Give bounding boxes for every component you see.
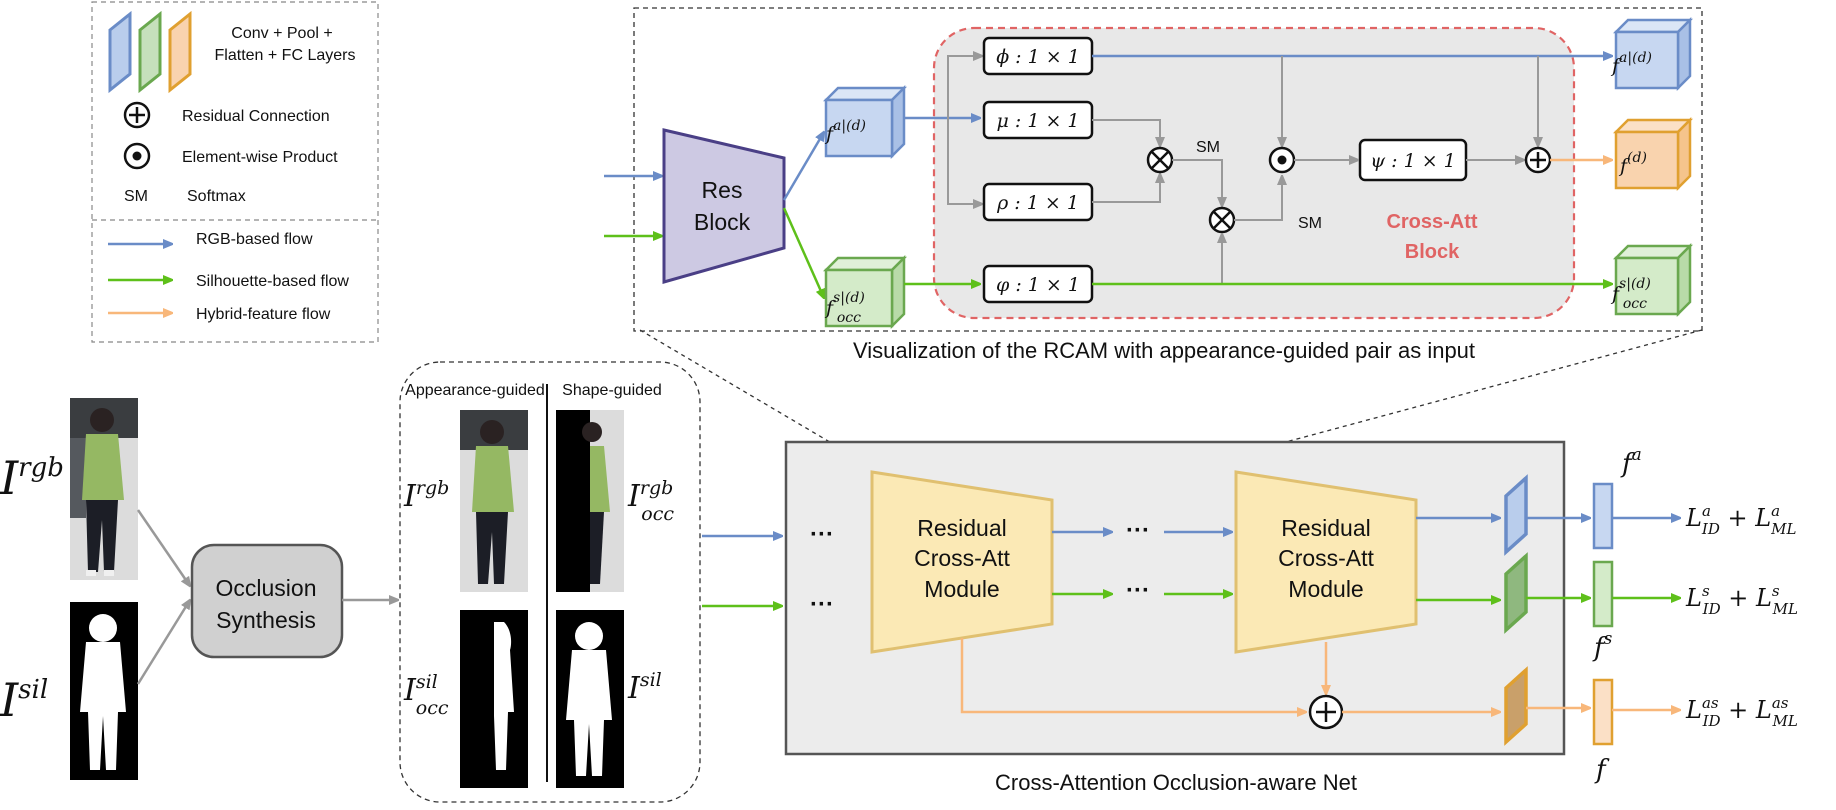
image-pairs: Appearance-guided Shape-guided Irgb Irgb… xyxy=(399,361,701,803)
input-images: Irgb Isil Occlusion Synthesis xyxy=(0,398,398,780)
matmul-op-2 xyxy=(1208,206,1236,234)
feature-vector-hybrid xyxy=(1592,678,1614,746)
input-appearance-feature-cube xyxy=(822,84,908,160)
head-layer-sil xyxy=(1504,552,1528,634)
occlusion-synthesis-box xyxy=(190,543,344,659)
cross-att-label-2: Block xyxy=(1405,241,1460,263)
ellipsis-2: ··· xyxy=(810,591,834,618)
psi-label: ψ : 1 × 1 xyxy=(1370,150,1456,172)
input-rgb-label: Irgb xyxy=(0,451,64,505)
legend-sil-flow-text: Silhouette-based flow xyxy=(196,273,349,290)
occlusion-label-1: Occlusion xyxy=(216,575,317,601)
sm-label-2: SM xyxy=(1298,215,1322,232)
rcam-module-1 xyxy=(870,470,1054,654)
elementwise-icon xyxy=(123,142,151,170)
module2-label-2: Cross-Att xyxy=(1278,545,1374,571)
layers-icon xyxy=(108,10,192,94)
rho-label: ρ : 1 × 1 xyxy=(996,192,1079,214)
legend-layers-text: Conv + Pool + xyxy=(231,25,332,42)
residual-icon xyxy=(123,101,151,129)
legend-residual-text: Residual Connection xyxy=(182,108,330,125)
person-photo-rgb xyxy=(70,398,138,580)
rcam-visualization: Cross-Att Block Res Block fa|(d) fs|(d)o… xyxy=(604,7,1703,363)
feature-vector-sil xyxy=(1592,560,1614,628)
module2-label-1: Residual xyxy=(1281,515,1371,541)
output-hybrid-feature-cube xyxy=(1612,116,1694,192)
f-a-label: fa xyxy=(1620,445,1642,479)
ellipsis-3: ··· xyxy=(1126,517,1150,544)
net-caption: Cross-Attention Occlusion-aware Net xyxy=(995,770,1357,795)
legend-rgb-flow-text: RGB-based flow xyxy=(196,231,313,248)
legend: Conv + Pool + Flatten + FC Layers Residu… xyxy=(91,1,379,343)
module2-label-3: Module xyxy=(1288,576,1363,602)
pair-sil-occ-image xyxy=(460,610,528,788)
output-silhouette-feature-cube xyxy=(1612,242,1694,318)
ellipsis-1: ··· xyxy=(810,521,834,548)
pair-rgb-photo xyxy=(460,410,528,592)
head-layer-app xyxy=(1504,474,1528,556)
pair-rgb-occ-photo xyxy=(556,410,624,592)
f-s-label: fs xyxy=(1592,629,1613,663)
matmul-op-1 xyxy=(1146,146,1174,174)
net-residual-op xyxy=(1308,694,1344,730)
f-label: f xyxy=(1594,755,1610,785)
res-block-label-2: Block xyxy=(694,209,751,235)
input-silhouette-feature-cube xyxy=(822,254,908,330)
rcam-module-2 xyxy=(1234,470,1418,654)
module1-label-1: Residual xyxy=(917,515,1007,541)
module1-label-2: Cross-Att xyxy=(914,545,1010,571)
legend-elementwise-text: Element-wise Product xyxy=(182,149,338,166)
head-layer-hybrid xyxy=(1504,666,1528,746)
varphi-label: φ : 1 × 1 xyxy=(996,274,1080,296)
occlusion-aware-net: ··· ··· Residual Cross-Att Module ··· ··… xyxy=(702,440,1566,795)
pair-sil-label: Isil xyxy=(627,669,662,706)
legend-hybrid-flow-text: Hybrid-feature flow xyxy=(196,306,331,323)
cross-att-block xyxy=(932,26,1576,320)
shape-guided-label: Shape-guided xyxy=(562,382,662,399)
feature-vector-app xyxy=(1592,482,1614,550)
pair-sil-image xyxy=(556,610,624,788)
pair-rgb-label: Irgb xyxy=(403,477,449,514)
rcam-caption: Visualization of the RCAM with appearanc… xyxy=(853,338,1475,363)
occlusion-label-2: Synthesis xyxy=(216,607,316,633)
module1-label-3: Module xyxy=(924,576,999,602)
res-block-label-1: Res xyxy=(702,177,743,203)
legend-softmax-text: Softmax xyxy=(187,188,246,205)
elementwise-product-op xyxy=(1268,146,1296,174)
sm-label-1: SM xyxy=(1196,139,1220,156)
output-appearance-feature-cube xyxy=(1612,16,1694,92)
input-sil-label: Isil xyxy=(0,673,48,727)
legend-layers-text-2: Flatten + FC Layers xyxy=(215,47,356,64)
person-silhouette xyxy=(70,602,138,780)
res-block xyxy=(662,128,786,284)
ellipsis-4: ··· xyxy=(1126,577,1150,604)
phi-label: ϕ : 1 × 1 xyxy=(996,46,1080,68)
residual-op xyxy=(1524,146,1552,174)
legend-sm-abbr: SM xyxy=(124,188,148,205)
mu-label: μ : 1 × 1 xyxy=(996,110,1079,132)
appearance-guided-label: Appearance-guided xyxy=(405,382,545,399)
cross-att-label-1: Cross-Att xyxy=(1386,211,1477,233)
